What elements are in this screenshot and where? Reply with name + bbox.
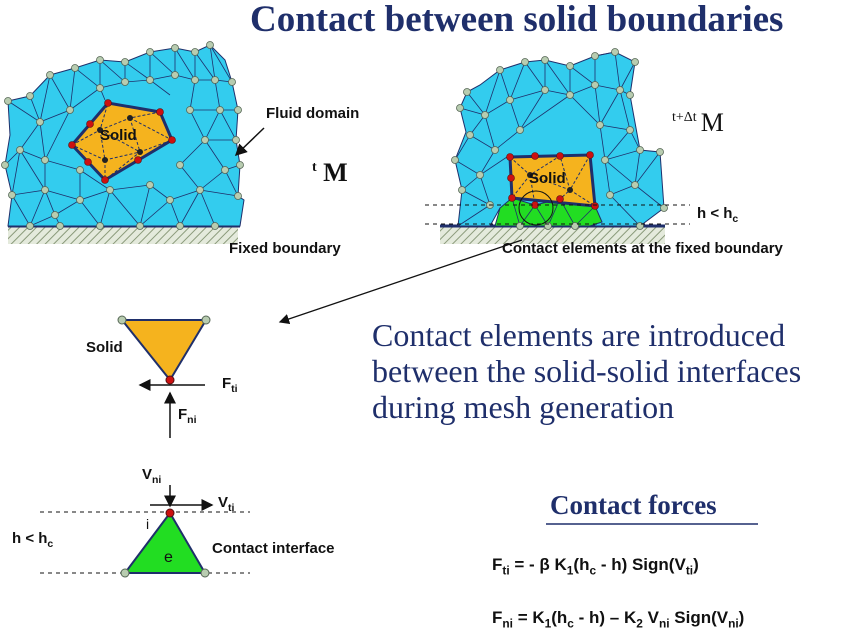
left-mesh [1, 41, 265, 244]
right-contact-zoom-circle [518, 190, 554, 226]
element-e-label: e [164, 549, 173, 566]
right-solid-label: Solid [529, 170, 566, 187]
right-mesh [425, 48, 690, 244]
tangential-force-equation: Fti = - β K1(hc - h) Sign(Vti) [492, 555, 699, 578]
description-line-2: between the solid-solid interfaces [372, 353, 802, 389]
fluid-domain-label: Fluid domain [266, 105, 360, 122]
left-mesh-label: t M [312, 158, 348, 187]
contact-forces-title: Contact forces [550, 490, 717, 520]
left-fixed-boundary-hatch [8, 226, 238, 244]
vt-label: Vti [218, 494, 235, 514]
vn-label: Vni [142, 466, 162, 486]
description-line-1: Contact elements are introduced [372, 317, 786, 353]
left-solid [69, 101, 174, 182]
fn-label: Fni [178, 406, 197, 426]
description-text: Contact elements are introduced between … [372, 317, 801, 425]
detail-gap-label: h < hc [12, 530, 54, 550]
left-solid-nodes [68, 99, 176, 184]
fixed-boundary-label: Fixed boundary [229, 240, 341, 257]
contact-elements-label: Contact elements at the fixed boundary [502, 240, 783, 257]
ft-label: Fti [222, 375, 238, 395]
left-mesh-nodes [1, 41, 244, 230]
zoom-pointer-arrow [278, 239, 523, 325]
normal-force-equation: Fni = K1(hc - h) – K2 Vni Sign(Vni) [492, 608, 745, 631]
left-solid-label: Solid [100, 127, 137, 144]
right-gap-label: h < hc [697, 205, 739, 225]
node-i-label: i [146, 516, 150, 532]
detail-solid-element [117, 315, 211, 438]
right-fixed-boundary-hatch [440, 226, 665, 244]
right-mesh-nodes [451, 48, 668, 230]
detail-solid-label: Solid [86, 339, 123, 356]
right-fluid-domain [454, 51, 665, 227]
detail-contact-element [40, 485, 250, 578]
contact-interface-label: Contact interface [212, 540, 335, 557]
page-title: Contact between solid boundaries [250, 0, 784, 40]
right-solid-nodes [506, 151, 599, 210]
description-line-3: during mesh generation [372, 389, 675, 425]
fluid-domain-pointer [234, 127, 265, 157]
